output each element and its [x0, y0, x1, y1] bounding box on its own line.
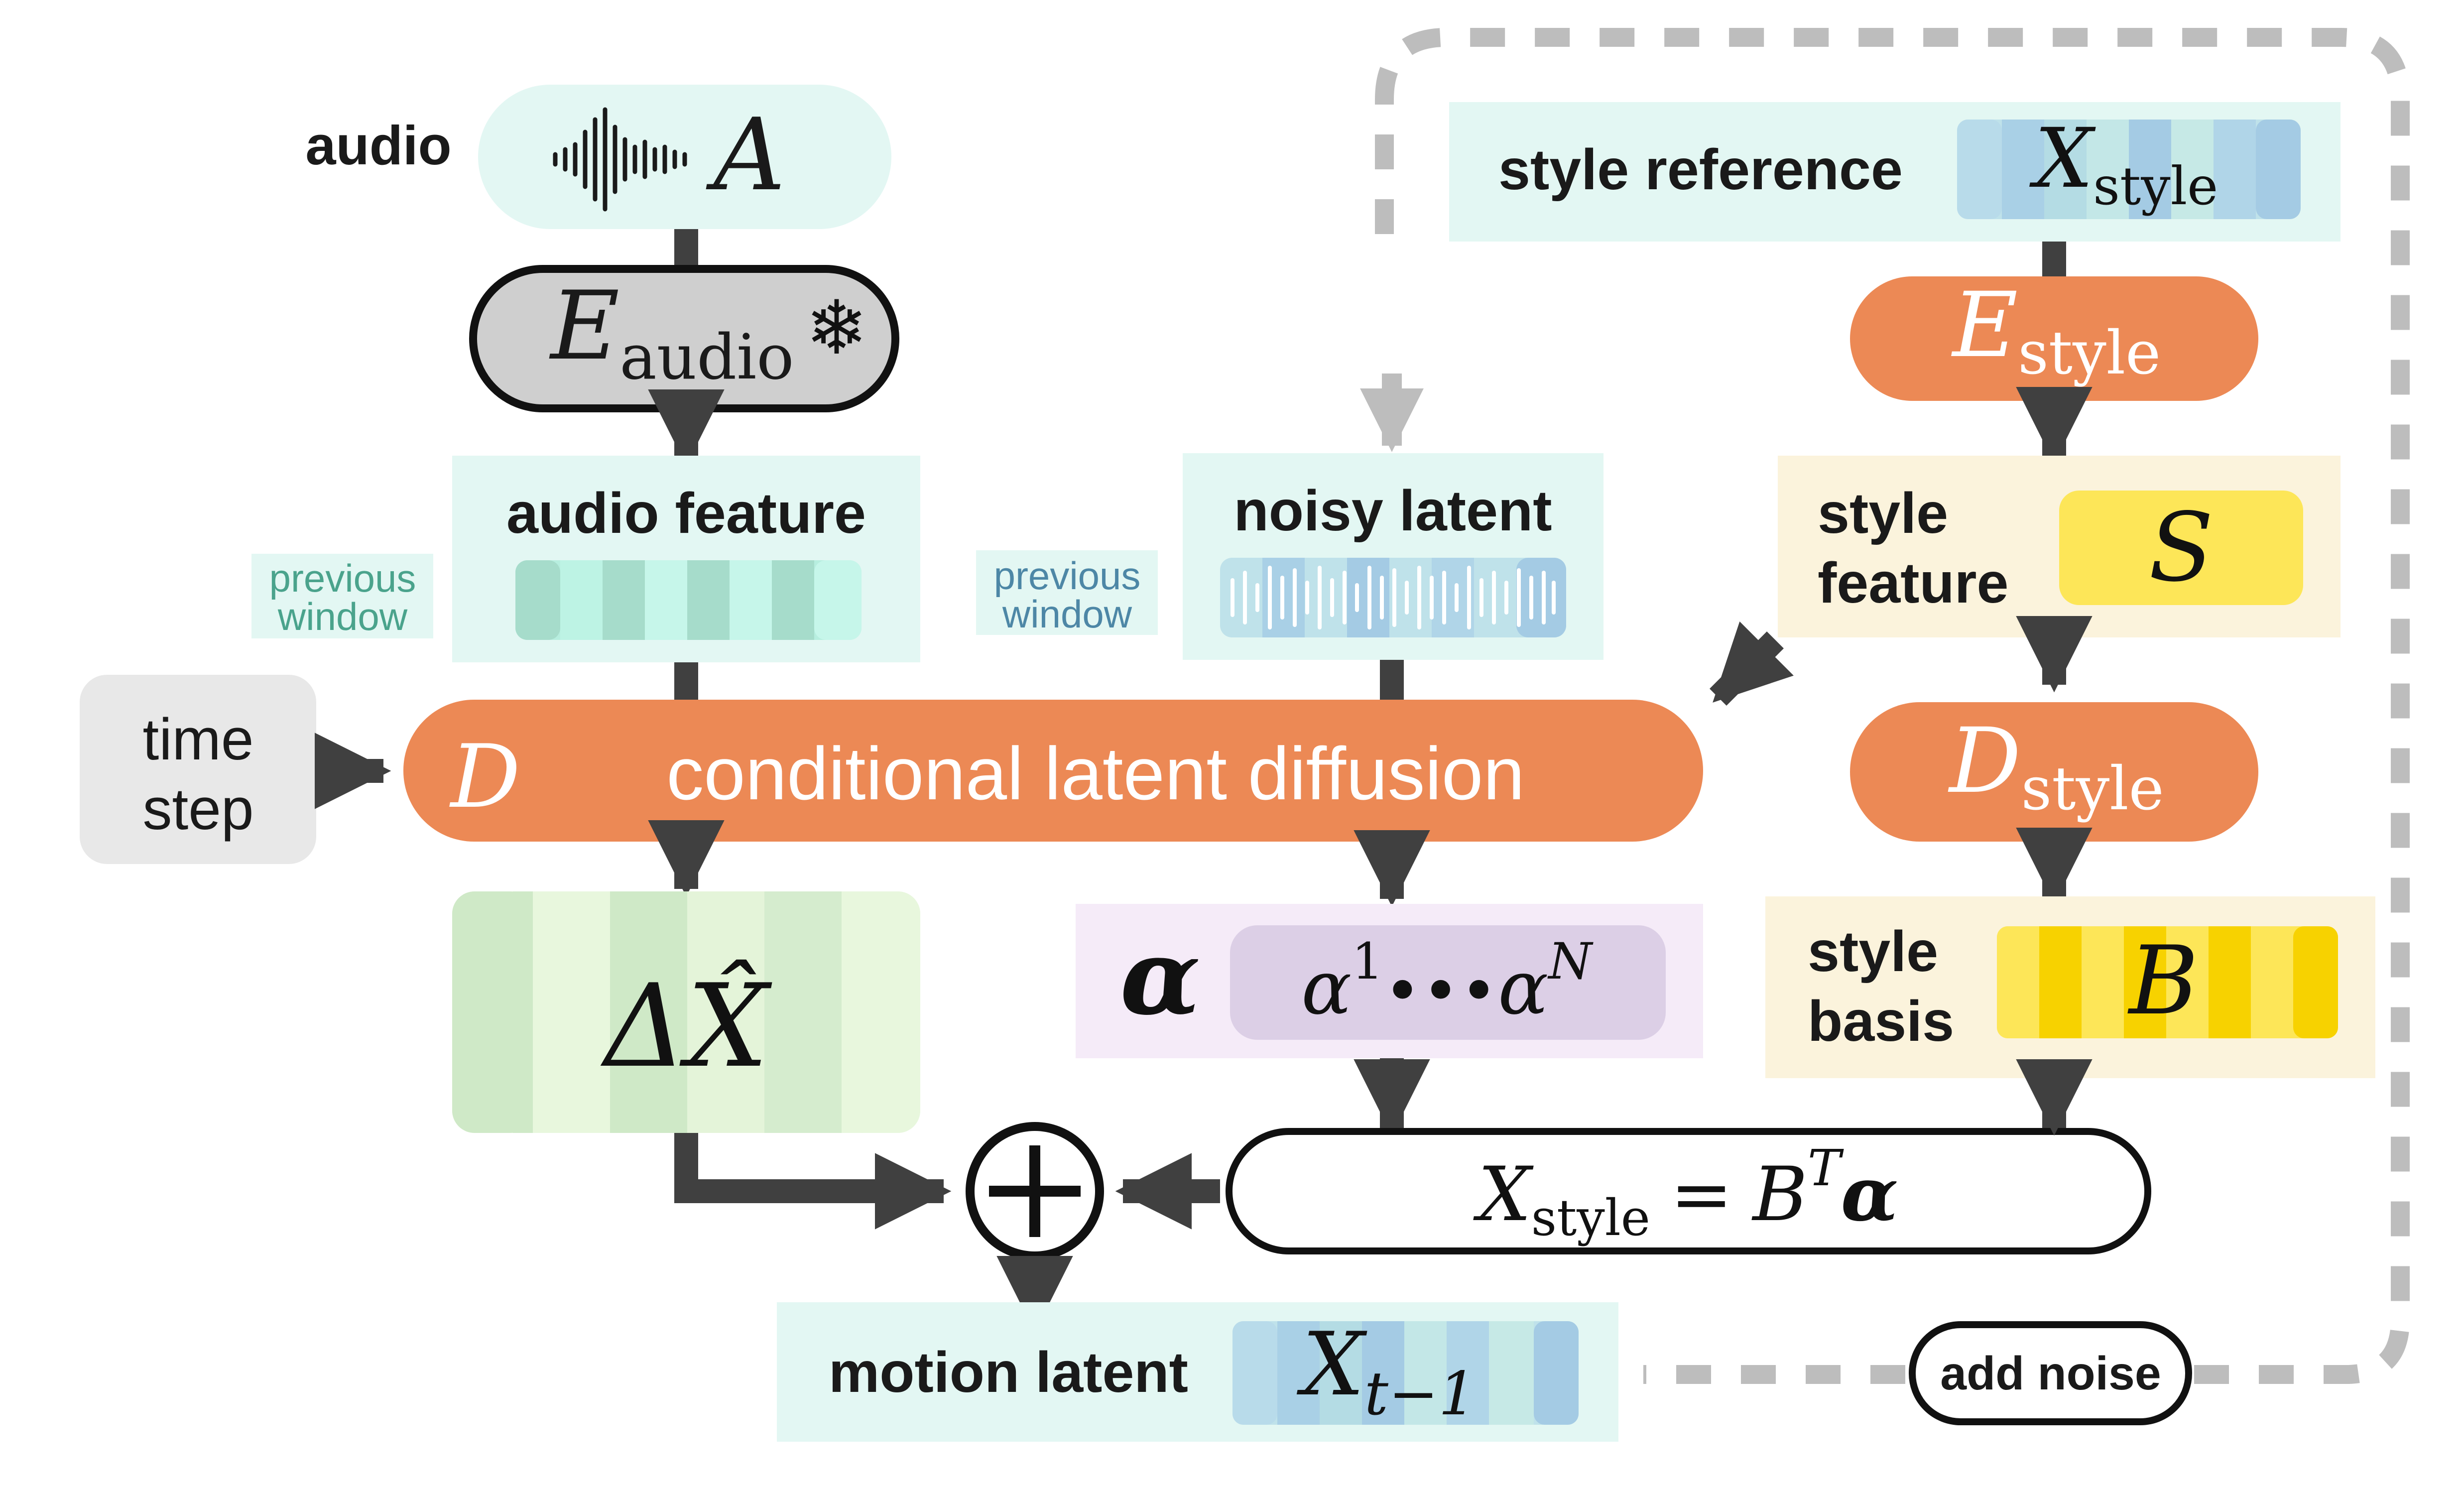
- time-step-box: [80, 675, 316, 864]
- style-feature-line1: style: [1818, 482, 1948, 545]
- diffusion-symbol: D: [449, 727, 520, 828]
- time-step-line2: step: [142, 776, 253, 842]
- alpha-coefficients-label: α1•••αN: [1301, 932, 1594, 1031]
- add-noise-tag: [1909, 1321, 2192, 1425]
- audio-label: audio: [305, 115, 451, 176]
- alpha-symbol: α: [1120, 915, 1201, 1038]
- conditional-latent-diffusion-label: conditional latent diffusion: [666, 732, 1524, 815]
- style-basis-symbol: B: [2127, 926, 2199, 1036]
- style-equation-box: [1226, 1128, 2151, 1254]
- style-encoder-box: [1850, 276, 2258, 401]
- alpha-coefficients-chip: [1230, 925, 1666, 1040]
- previous-window-middle-line1: previous: [994, 554, 1141, 598]
- style-feature-symbol: S: [2149, 493, 2214, 603]
- time-step-line1: time: [143, 707, 254, 772]
- audio-feature-strip: [515, 560, 862, 640]
- style-basis-line2: basis: [1808, 990, 1954, 1053]
- previous-window-middle-line2: window: [1002, 592, 1132, 636]
- audio-feature-label: audio feature: [506, 482, 866, 545]
- style-feature-line2: feature: [1818, 551, 2008, 615]
- previous-window-tag-middle: [976, 550, 1158, 635]
- waveform-icon: [553, 107, 687, 212]
- style-reference-label: style reference: [1498, 138, 1903, 202]
- motion-latent-strip: [1232, 1321, 1579, 1425]
- motion-latent-label: motion latent: [829, 1341, 1188, 1404]
- previous-window-tag-left: [251, 554, 433, 638]
- delta-x-hat-box: [452, 891, 920, 1133]
- style-reference-strip: [1957, 120, 2301, 219]
- previous-window-left-line2: window: [277, 595, 408, 638]
- plus-sign: [989, 1145, 1081, 1237]
- style-encoder-label: Estyle: [1951, 273, 2161, 388]
- arrow-delta-to-plus: [674, 1133, 952, 1230]
- previous-window-left-line1: previous: [269, 556, 416, 600]
- add-noise-label: add noise: [1940, 1347, 2161, 1400]
- noisy-latent-strip: [1220, 558, 1566, 637]
- snowflake-icon: ❄: [805, 286, 868, 370]
- conditional-latent-diffusion-box: [403, 700, 1703, 842]
- style-reference-symbol: Xstyle: [2029, 111, 2218, 217]
- style-basis-line1: style: [1808, 920, 1938, 984]
- delta-x-hat-symbol: ΔX̂: [600, 959, 772, 1093]
- style-region-dashed-border: [1375, 28, 2410, 1384]
- style-basis-strip: [1997, 926, 2338, 1038]
- style-feature-chip: [2059, 491, 2303, 605]
- style-equation: Xstyle=BTα: [1473, 1139, 1898, 1247]
- noisy-latent-label: noisy latent: [1233, 479, 1552, 543]
- style-decoder-box: [1850, 702, 2258, 842]
- audio-symbol: A: [706, 97, 785, 213]
- style-decoder-label: Dstyle: [1948, 709, 2164, 824]
- audio-encoder-label: Eaudio: [549, 271, 794, 393]
- arrow-style-feature-to-diffusion: [1710, 621, 1794, 706]
- motion-latent-symbol: Xt−1: [1296, 1314, 1477, 1429]
